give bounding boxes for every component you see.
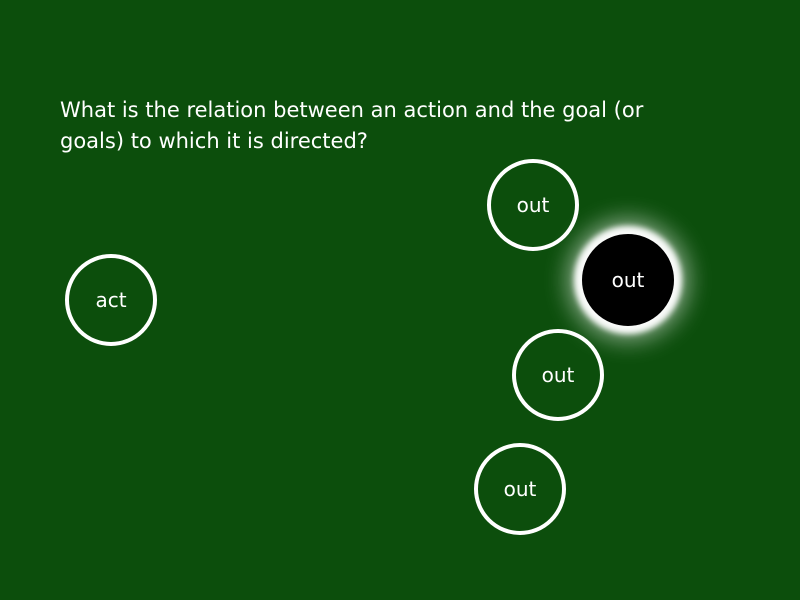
out-node-2[interactable]: out [582, 234, 674, 326]
out-node-label: out [516, 193, 550, 217]
out-node-label: out [541, 363, 575, 387]
act-node[interactable]: act [65, 254, 157, 346]
out-node-1[interactable]: out [487, 159, 579, 251]
out-node-label: out [611, 268, 645, 292]
act-node-label: act [95, 288, 127, 312]
out-node-3[interactable]: out [512, 329, 604, 421]
question-text: What is the relation between an action a… [60, 98, 644, 153]
out-node-label: out [503, 477, 537, 501]
out-node-4[interactable]: out [474, 443, 566, 535]
